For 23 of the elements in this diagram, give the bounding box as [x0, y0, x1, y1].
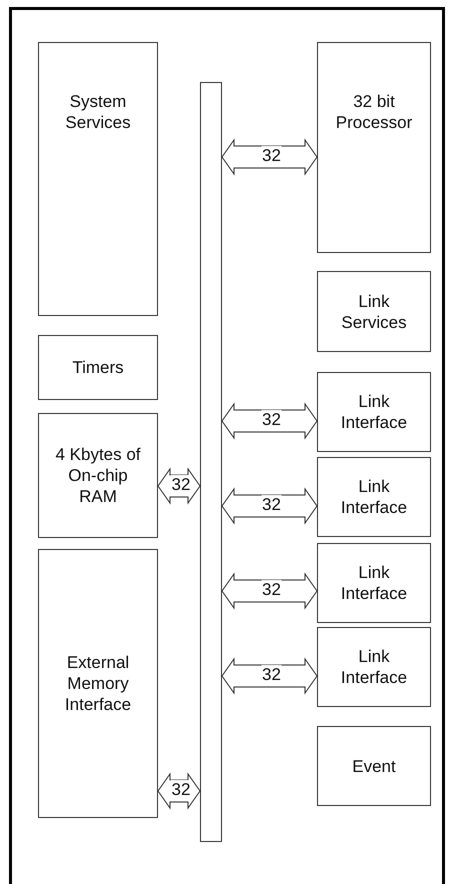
block-box [317, 726, 431, 806]
block-label: 32 bit Processor [334, 91, 414, 133]
block-label: Link Interface [340, 476, 408, 518]
block-label: System Services [64, 91, 132, 133]
block-label: Link Interface [340, 562, 408, 604]
block-box [38, 549, 158, 818]
block-box [38, 413, 158, 538]
block-label: Link Services [340, 290, 408, 332]
block-label: Event [352, 756, 396, 776]
bus-bar [200, 82, 222, 842]
block-box [317, 627, 431, 707]
block-box [38, 335, 158, 400]
block-label: Link Interface [340, 391, 408, 433]
block-box [317, 543, 431, 623]
block-box [317, 372, 431, 452]
block-box [317, 457, 431, 537]
block-label: Link Interface [340, 646, 408, 688]
block-box [317, 42, 431, 253]
block-label: 4 Kbytes of On-chip RAM [55, 444, 141, 507]
block-label: Timers [72, 357, 124, 378]
block-label: External Memory Interface [64, 652, 132, 715]
block-box [317, 271, 431, 352]
block-box [38, 42, 158, 316]
